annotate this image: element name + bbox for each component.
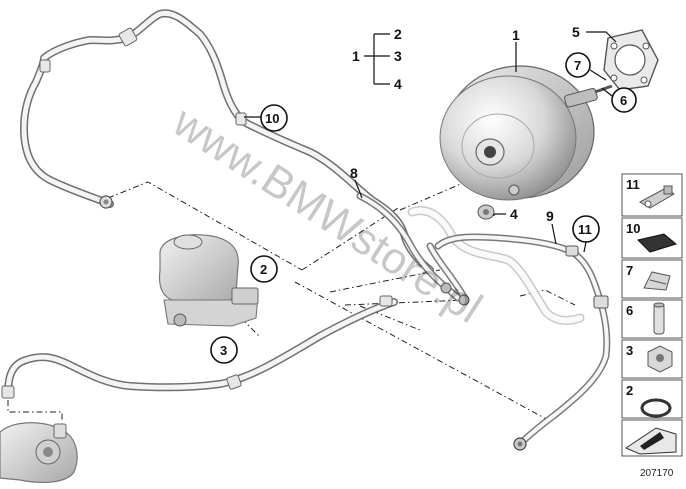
callout-10: 10	[260, 104, 288, 132]
brake-booster	[439, 65, 613, 201]
legend-item-7: 7	[621, 259, 683, 299]
brake-fluid-reservoir	[158, 234, 259, 327]
svg-text:10: 10	[626, 221, 640, 236]
callout-3: 3	[210, 336, 238, 364]
legend-item-6: 6	[621, 299, 683, 339]
bracket-group-number: 1	[352, 48, 360, 64]
svg-text:11: 11	[626, 177, 640, 192]
legend-item-11: 11	[621, 173, 683, 217]
callout-2: 2	[250, 255, 278, 283]
callout-9: 9	[546, 208, 554, 224]
callout-1: 1	[512, 27, 520, 43]
parts-legend: 11 10 7 6 3	[621, 173, 683, 457]
bracket-item-4: 4	[394, 76, 402, 92]
hose-part-9	[434, 233, 611, 451]
svg-text:7: 7	[626, 263, 633, 278]
callout-5: 5	[572, 24, 580, 40]
callout-8: 8	[350, 165, 358, 181]
lower-vacuum-line	[1, 295, 398, 399]
svg-text:4: 4	[510, 206, 518, 222]
svg-text:2: 2	[626, 383, 633, 398]
vacuum-pump	[0, 422, 78, 483]
diagram-id: 207170	[640, 468, 674, 479]
gasket	[603, 29, 659, 91]
hose-part-8	[356, 192, 470, 306]
svg-text:3: 3	[220, 343, 227, 358]
bracket-item-3: 3	[394, 48, 402, 64]
legend-item-3: 3	[621, 339, 683, 379]
dashed-reference-lines	[7, 179, 576, 422]
callout-4: 4	[494, 206, 518, 222]
grommet	[477, 204, 495, 220]
svg-text:3: 3	[626, 343, 633, 358]
vacuum-hose	[20, 9, 434, 274]
callout-11: 11	[572, 215, 600, 243]
svg-text:6: 6	[626, 303, 633, 318]
legend-item-10: 10	[621, 217, 683, 259]
part-group-bracket: 1 2 3 4	[352, 26, 402, 92]
svg-text:2: 2	[260, 262, 267, 277]
svg-text:7: 7	[574, 58, 581, 73]
legend-item-2: 2	[621, 379, 683, 419]
svg-text:10: 10	[265, 111, 279, 126]
legend-item-arrow	[621, 419, 683, 457]
callout-6: 6	[611, 87, 637, 113]
callout-7: 7	[565, 52, 591, 78]
svg-text:11: 11	[578, 222, 592, 237]
ghost-hose	[407, 206, 585, 325]
svg-text:6: 6	[620, 93, 627, 108]
bracket-item-2: 2	[394, 26, 402, 42]
